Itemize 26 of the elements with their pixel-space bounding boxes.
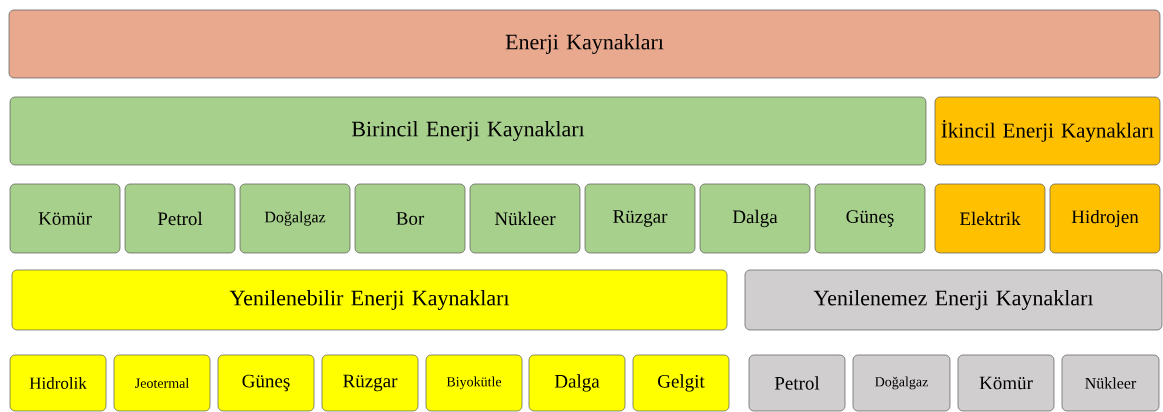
source-box: Nükleer — [1061, 354, 1160, 412]
source-box: Jeotermal — [113, 354, 211, 412]
category-box: İkincil Enerji Kaynakları — [934, 96, 1161, 166]
source-box: Gelgit — [632, 354, 730, 412]
source-box: Bor — [354, 183, 466, 254]
source-box: Rüzgar — [321, 354, 419, 412]
category-bar: Enerji Kaynakları — [8, 9, 1161, 79]
category-bar: Birincil Enerji Kaynakları — [9, 96, 927, 166]
source-box: Güneş — [217, 354, 315, 412]
source-box: Rüzgar — [584, 183, 696, 254]
source-box: Biyokütle — [425, 354, 523, 412]
source-box: Doğalgaz — [852, 354, 951, 412]
category-bar: Yenilenebilir Enerji Kaynakları — [11, 269, 728, 331]
source-box: Dalga — [528, 354, 626, 412]
source-box: Hidrolik — [9, 354, 107, 412]
source-box: Elektrik — [934, 183, 1046, 254]
source-box: Kömür — [9, 183, 121, 254]
source-box: Petrol — [124, 183, 236, 254]
source-box: Nükleer — [469, 183, 581, 254]
source-box: Petrol — [748, 354, 846, 412]
source-box: Hidrojen — [1049, 183, 1161, 254]
source-box: Güneş — [814, 183, 926, 254]
category-bar: Yenilenemez Enerji Kaynakları — [744, 269, 1163, 331]
source-box: Kömür — [957, 354, 1055, 412]
source-box: Dalga — [699, 183, 811, 254]
source-box: Doğalgaz — [239, 183, 351, 254]
